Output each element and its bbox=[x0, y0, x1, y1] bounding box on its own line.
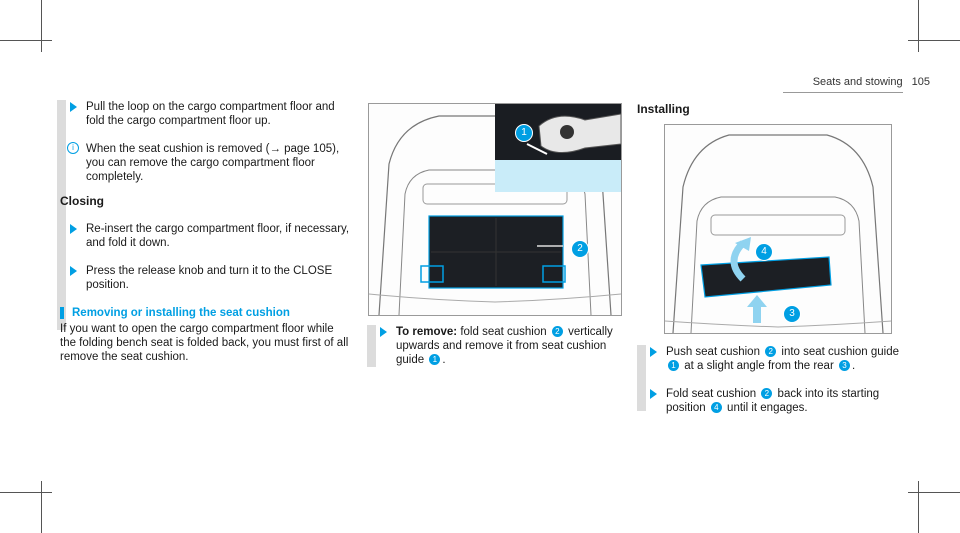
crop-mark bbox=[0, 40, 52, 41]
detail-inset: 1 bbox=[495, 104, 621, 192]
section-heading-text: Removing or installing the seat cushion bbox=[72, 307, 290, 319]
installing-heading: Installing bbox=[637, 102, 690, 116]
step-arrow-icon bbox=[70, 266, 77, 276]
callout-4: 4 bbox=[755, 243, 773, 261]
step-text: into seat cushion guide bbox=[781, 346, 900, 358]
callout-2: 2 bbox=[571, 240, 589, 258]
step-item: Re-insert the cargo compartment floor, i… bbox=[60, 222, 350, 250]
closing-heading: Closing bbox=[60, 194, 104, 208]
step-text: back into its starting position bbox=[666, 388, 880, 414]
step-item: To remove: fold seat cushion 2 verticall… bbox=[370, 325, 620, 367]
install-illustration: 4 3 bbox=[664, 124, 892, 334]
step-text: fold seat cushion bbox=[460, 326, 547, 338]
section-text: If you want to open the cargo compartmen… bbox=[60, 323, 349, 363]
section-title: Seats and stowing bbox=[812, 76, 903, 88]
step-text: Press the release knob and turn it to th… bbox=[86, 265, 333, 291]
car-trunk-install-illustration bbox=[665, 134, 891, 333]
step-end: . bbox=[442, 354, 446, 366]
section-heading: Removing or installing the seat cushion bbox=[60, 306, 350, 320]
guide-detail-icon bbox=[495, 104, 621, 160]
callout-2-inline: 2 bbox=[551, 326, 563, 338]
step-text: Push seat cushion bbox=[666, 346, 760, 358]
step-text: at a slight angle from the rear bbox=[684, 360, 834, 372]
info-note: i When the seat cushion is removed (→ pa… bbox=[60, 142, 350, 184]
running-header: Seats and stowing 105 bbox=[813, 76, 930, 88]
step-arrow-icon bbox=[70, 102, 77, 112]
header-rule bbox=[783, 92, 903, 93]
callout-3-inline: 3 bbox=[839, 360, 850, 372]
step-item: Pull the loop on the cargo compartment f… bbox=[60, 100, 350, 128]
step-arrow-icon bbox=[650, 347, 657, 357]
step-text: until it engages. bbox=[727, 402, 808, 414]
crop-mark bbox=[908, 40, 960, 41]
remove-label: To remove: bbox=[396, 326, 458, 338]
middle-column: To remove: fold seat cushion 2 verticall… bbox=[370, 325, 620, 381]
content-bar bbox=[57, 100, 66, 330]
callout-1: 1 bbox=[515, 124, 533, 142]
crop-mark bbox=[918, 0, 919, 52]
left-column: Pull the loop on the cargo compartment f… bbox=[60, 100, 350, 364]
step-text: Re-insert the cargo compartment floor, i… bbox=[86, 223, 350, 249]
step-arrow-icon bbox=[380, 327, 387, 337]
callout-2-inline: 2 bbox=[765, 346, 777, 358]
step-item: Fold seat cushion 2 back into its starti… bbox=[640, 387, 902, 415]
crop-mark bbox=[908, 492, 960, 493]
content-bar bbox=[367, 325, 376, 367]
crop-mark bbox=[41, 481, 42, 533]
heading-marker-icon bbox=[60, 307, 64, 319]
step-text: Fold seat cushion bbox=[666, 388, 757, 400]
remove-illustration: 1 2 bbox=[368, 103, 622, 316]
callout-2-inline: 2 bbox=[761, 388, 773, 400]
callout-1-inline: 1 bbox=[429, 354, 441, 366]
crop-mark bbox=[41, 0, 42, 52]
note-text: When the seat cushion is removed (→ page… bbox=[86, 143, 340, 183]
info-icon: i bbox=[67, 142, 79, 154]
step-end: . bbox=[852, 360, 856, 372]
step-arrow-icon bbox=[650, 389, 657, 399]
step-text: Pull the loop on the cargo compartment f… bbox=[86, 101, 335, 127]
callout-1-inline: 1 bbox=[668, 360, 679, 372]
callout-3: 3 bbox=[783, 305, 801, 323]
step-text: vertically upwards and remove it from se… bbox=[396, 326, 613, 366]
callout-4-inline: 4 bbox=[710, 402, 722, 414]
crop-mark bbox=[918, 481, 919, 533]
car-trunk-illustration bbox=[369, 115, 621, 315]
step-item: Push seat cushion 2 into seat cushion gu… bbox=[640, 345, 902, 373]
crop-mark bbox=[0, 492, 52, 493]
step-arrow-icon bbox=[70, 224, 77, 234]
content-bar bbox=[637, 345, 646, 411]
right-column: Push seat cushion 2 into seat cushion gu… bbox=[640, 345, 902, 429]
page-number: 105 bbox=[911, 76, 930, 88]
step-item: Press the release knob and turn it to th… bbox=[60, 264, 350, 292]
